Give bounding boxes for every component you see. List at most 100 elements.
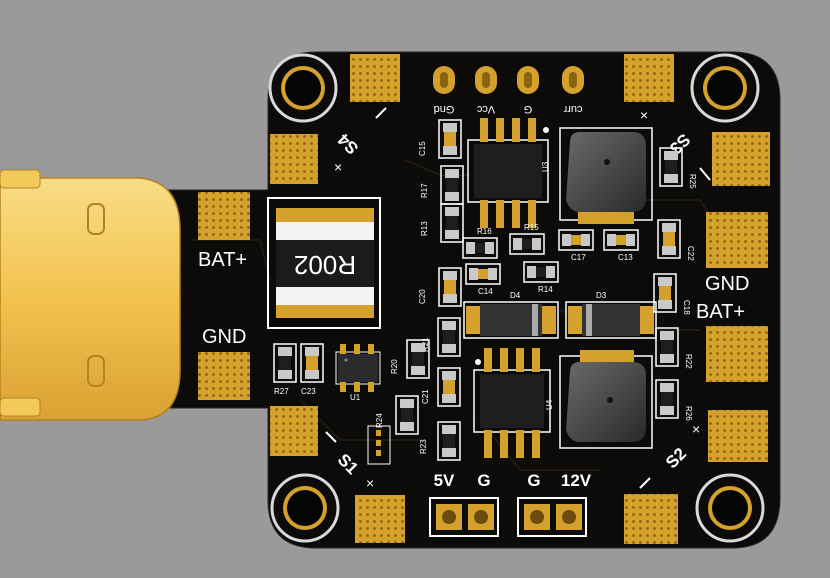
jumper-block [367,425,391,465]
pad-s1-bottom [355,495,405,543]
label-g: G [524,103,533,115]
resistor-r15: R15 [509,223,545,255]
pad-bat-right [706,326,768,382]
resistor-r25: R25 [659,147,697,189]
label-12v: 12V [561,471,592,490]
label-c23: C23 [301,387,316,396]
label-r15: R15 [524,223,539,232]
label-r26: R26 [684,406,693,421]
resistor-r21: R21 [421,317,461,357]
label-r22: R22 [684,354,693,369]
shunt-resistor: R002 [267,197,381,329]
capacitor-c13: C13 [603,229,639,262]
label-d3: D3 [596,291,607,300]
header-pin-vcc [475,66,497,94]
label-g1: G [477,471,490,490]
inductor-top [559,127,653,224]
mount-hole-top-left [268,53,338,123]
pad-s3-side [712,132,770,186]
resistor-r17: R17 [420,165,464,205]
capacitor-c22: C22 [657,219,695,261]
pad-s3-top [624,54,674,102]
header-pin-g [517,66,539,94]
svg-text:×: × [334,159,342,175]
pad-gnd-left [198,352,250,400]
svg-text:×: × [640,107,648,123]
label-r27: R27 [274,387,289,396]
mount-hole-bottom-right [695,473,765,543]
top-header[interactable] [433,66,584,94]
label-c18: C18 [682,300,691,315]
resistor-r14: R14 [523,261,559,294]
pad-s2-bottom [624,494,678,544]
pad-s2-side [708,410,768,462]
resistor-r27: R27 [273,343,297,396]
pad-gnd-right [706,212,768,268]
label-vcc: Vcc [476,103,495,115]
label-g2: G [527,471,540,490]
label-c21: C21 [421,389,430,404]
capacitor-c20: C20 [418,267,462,307]
resistor-r22: R22 [655,327,693,369]
resistor-r20: R20 [390,339,430,379]
diode-d3 [565,301,657,339]
pad-s4-top [350,54,400,102]
label-u4: U4 [545,399,554,410]
label-c20: C20 [418,289,427,304]
label-c17: C17 [571,253,586,262]
label-r25: R25 [688,174,697,189]
power-labels: BAT+ GND GND BAT+ [198,249,749,348]
bottom-header-labels: 5V G G 12V [434,471,592,490]
svg-text:×: × [366,475,374,491]
label-u1: U1 [350,393,361,402]
capacitor-c14: C14 [465,263,501,296]
solder-pads [198,54,770,544]
battery-connector[interactable] [0,169,181,421]
label-r14: R14 [538,285,553,294]
label-gnd-left: GND [202,326,246,348]
label-gnd: Gnd [434,103,455,115]
label-r23: R23 [419,439,428,454]
label-curr: curr [563,103,582,115]
label-u3: U3 [541,161,550,172]
capacitor-c15: C15 [418,119,462,159]
header-pin-curr [562,66,584,94]
label-bat-plus-right: BAT+ [696,301,745,323]
resistor-r13: R13 [420,203,464,243]
label-5v: 5V [434,471,455,490]
mount-hole-bottom-left [270,473,340,543]
label-r17: R17 [420,183,429,198]
label-c13: C13 [618,253,633,262]
svg-text:×: × [692,421,700,437]
mount-hole-top-right [690,53,760,123]
label-r16: R16 [477,227,492,236]
label-c22: C22 [686,246,695,261]
label-r20: R20 [390,359,399,374]
resistor-r23: R23 [419,421,461,461]
resistor-r24: R24 [375,395,419,435]
resistor-r16: R16 [462,227,498,259]
capacitor-c18: C18 [653,273,691,315]
bottom-header-g-12v[interactable] [517,497,587,537]
ic-u3 [467,118,549,228]
bottom-header-5v-g[interactable] [429,497,499,537]
capacitor-c17: C17 [558,229,594,262]
header-pin-gnd [433,66,455,94]
label-r24: R24 [375,413,384,428]
label-gnd-right: GND [705,273,749,295]
ic-u4 [473,348,551,458]
pad-s1-side [270,406,318,456]
label-bat-plus-left: BAT+ [198,249,247,271]
label-c15: C15 [418,141,427,156]
label-c14: C14 [478,287,493,296]
label-r21: R21 [421,337,430,352]
capacitor-c23: C23 [300,343,324,396]
inductor-bottom [559,350,653,449]
ic-u1 [335,344,381,392]
pad-s4-side [270,134,318,184]
top-header-labels: Gnd Vcc G curr [434,103,583,115]
label-r13: R13 [420,221,429,236]
label-d4: D4 [510,291,521,300]
